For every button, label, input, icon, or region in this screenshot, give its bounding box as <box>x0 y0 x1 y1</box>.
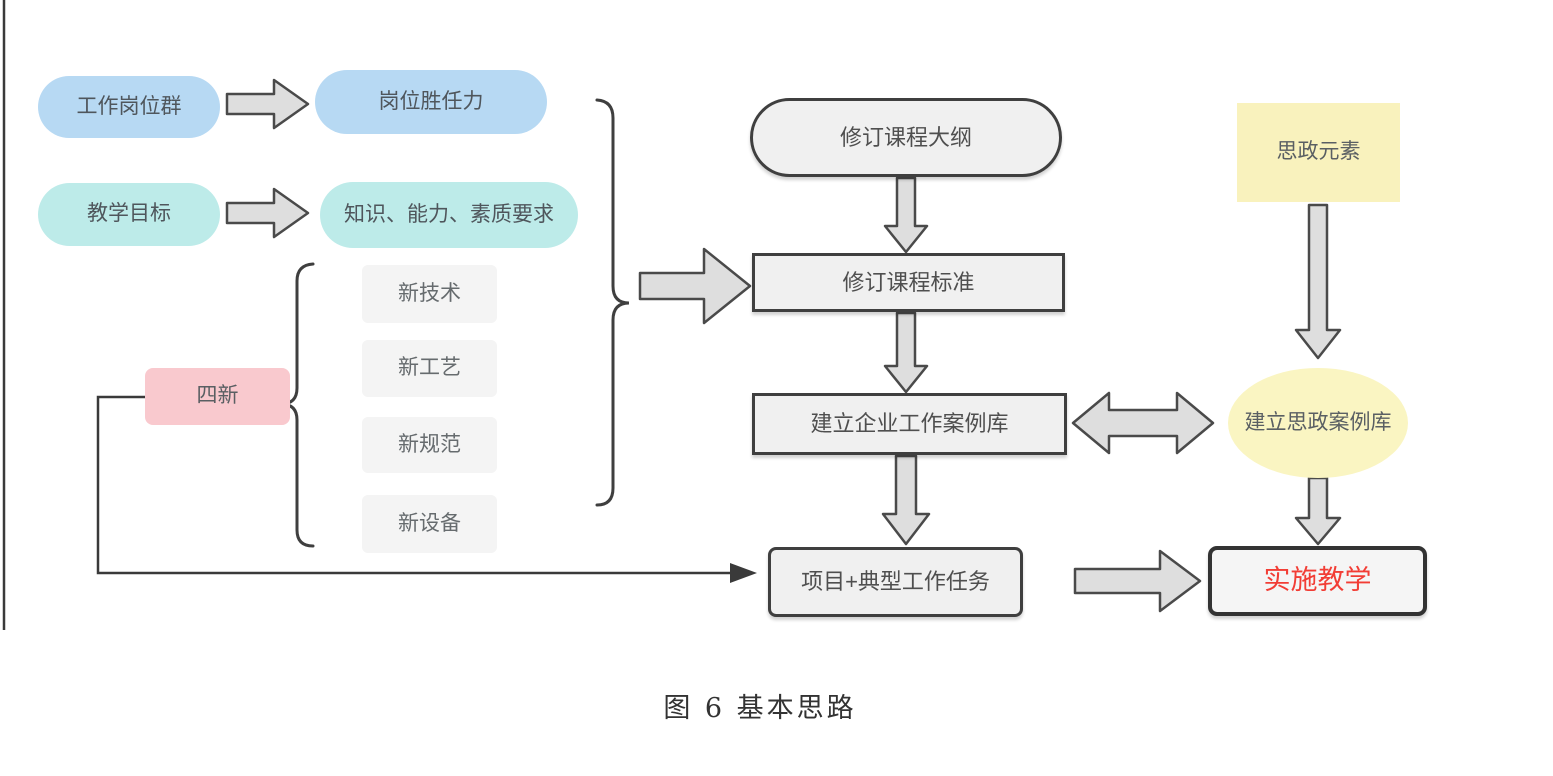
connector-four-new-to-project-line <box>96 395 732 575</box>
node-implement-teaching: 实施教学 <box>1208 546 1427 616</box>
figure-caption: 图 6 基本思路 <box>663 693 857 724</box>
brace-left-group-icon <box>595 98 630 507</box>
node-teaching-goal: 教学目标 <box>38 183 220 246</box>
arrow-job-to-competency-icon <box>225 78 310 130</box>
node-ideology-case-library: 建立思政案例库 <box>1228 368 1408 478</box>
arrow-goal-to-requirements-icon <box>225 187 310 239</box>
node-new-equipment: 新设备 <box>362 495 497 553</box>
node-knowledge-ability-quality: 知识、能力、素质要求 <box>320 182 578 248</box>
node-project-typical-tasks: 项目+典型工作任务 <box>768 547 1023 617</box>
node-enterprise-case-library: 建立企业工作案例库 <box>752 393 1067 455</box>
node-revise-course-standard: 修订课程标准 <box>752 253 1065 312</box>
node-job-group: 工作岗位群 <box>38 76 220 138</box>
node-new-technology: 新技术 <box>362 265 497 323</box>
connector-four-new-arrowhead-icon <box>730 563 757 583</box>
node-new-standard: 新规范 <box>362 417 497 473</box>
node-revise-course-outline: 修订课程大纲 <box>750 98 1062 177</box>
arrow-enterprise-lib-to-project-icon <box>881 454 931 546</box>
node-four-new: 四新 <box>145 368 290 425</box>
node-post-competency: 岗位胜任力 <box>315 70 547 134</box>
arrow-lib-to-implement-icon <box>1294 476 1342 546</box>
node-ideology-elements: 思政元素 <box>1237 103 1400 202</box>
arrow-outline-to-standard-icon <box>883 176 929 254</box>
arrow-group-to-revise-standard-icon <box>638 247 752 325</box>
node-new-craft: 新工艺 <box>362 340 497 397</box>
arrow-standard-to-enterprise-lib-icon <box>883 311 929 394</box>
arrow-enterprise-ideology-double-icon <box>1071 391 1215 455</box>
arrow-project-to-implement-icon <box>1073 549 1202 613</box>
arrow-ideology-to-lib-icon <box>1294 203 1342 360</box>
